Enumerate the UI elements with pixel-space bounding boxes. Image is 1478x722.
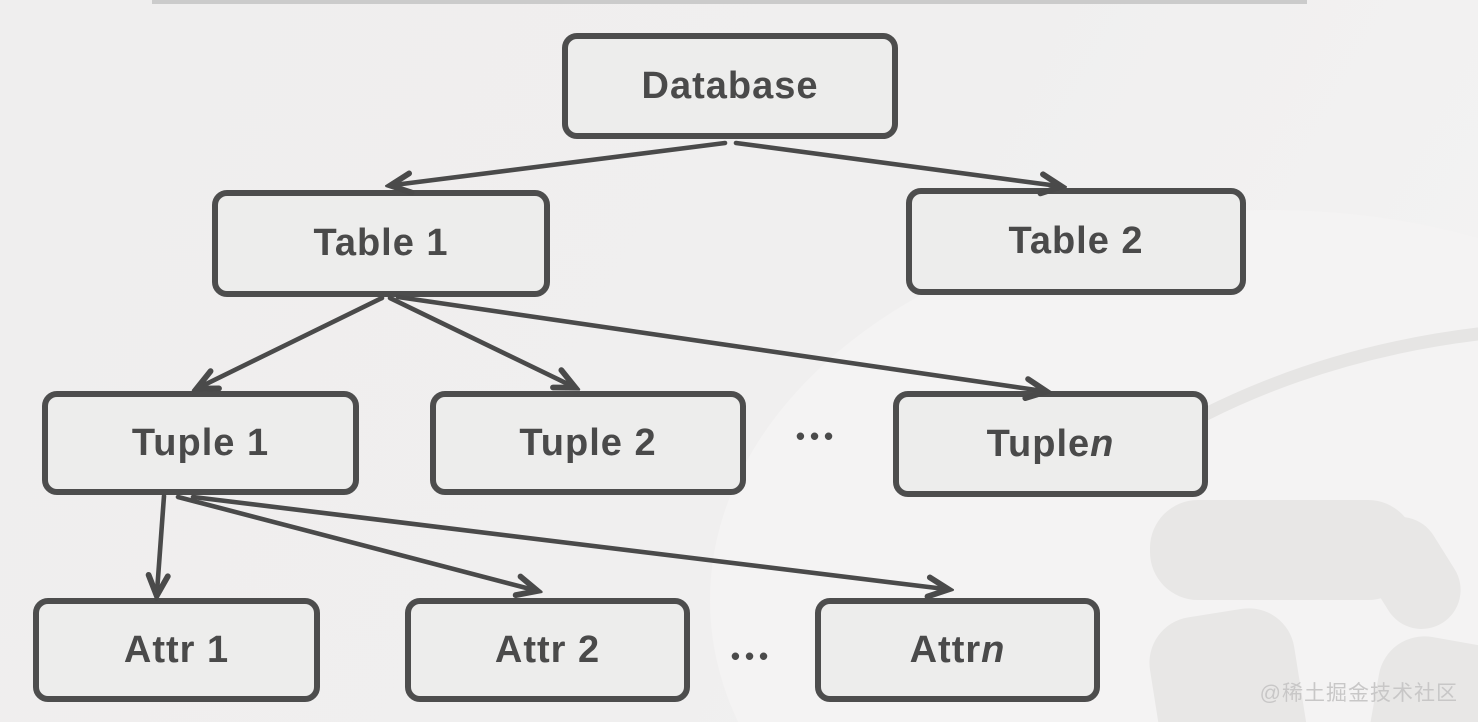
node-attr-2: Attr 2 xyxy=(405,598,690,702)
node-database-label: Database xyxy=(641,64,819,107)
node-tuple-1-label: Tuple 1 xyxy=(131,421,270,464)
node-tuple-1: Tuple 1 xyxy=(42,391,359,495)
logo-bottom-left-shape xyxy=(1149,608,1309,722)
node-attr-n-label: Attr xyxy=(909,628,982,671)
node-attr-1: Attr 1 xyxy=(33,598,320,702)
logo-swoosh-shape xyxy=(1150,500,1416,600)
logo-swoosh-tail-shape xyxy=(1361,517,1461,629)
node-attr-2-label: Attr 2 xyxy=(494,628,601,671)
node-tuple-n-var: n xyxy=(1090,422,1115,465)
node-attr-n: Attr n xyxy=(815,598,1100,702)
attr-row-ellipsis: ••• xyxy=(730,641,774,671)
node-database: Database xyxy=(562,33,898,139)
node-table-2-label: Table 2 xyxy=(1008,220,1144,262)
node-attr-n-var: n xyxy=(981,628,1006,671)
node-table-1-label: Table 1 xyxy=(313,222,449,264)
watermark-text: @稀土掘金技术社区 xyxy=(1259,682,1458,705)
node-table-2: Table 2 xyxy=(906,188,1246,295)
node-tuple-2: Tuple 2 xyxy=(430,391,746,495)
top-edge-line xyxy=(152,0,1307,4)
tuple-row-ellipsis: ••• xyxy=(795,421,839,451)
node-table-1: Table 1 xyxy=(212,190,550,297)
node-tuple-2-label: Tuple 2 xyxy=(519,421,657,464)
logo-arc-shape xyxy=(1199,327,1478,421)
node-attr-1-label: Attr 1 xyxy=(123,628,230,671)
logo-bottom-right-shape xyxy=(1366,636,1478,722)
node-tuple-n: Tuple n xyxy=(893,391,1208,497)
node-tuple-n-label: Tuple xyxy=(986,422,1091,465)
